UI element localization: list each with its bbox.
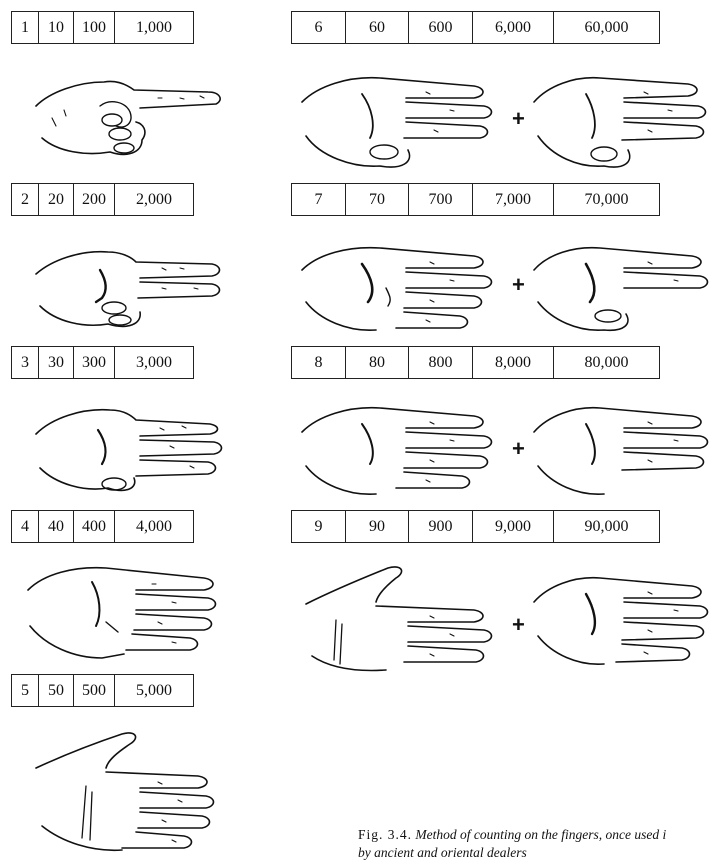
table-cell: 5,000: [115, 675, 194, 707]
table-cell: 3,000: [115, 347, 194, 379]
figure-caption: Fig. 3.4. Method of counting on the fing…: [358, 826, 711, 862]
count-table-3: 3 30 300 3,000: [11, 346, 194, 379]
table-cell: 800: [409, 347, 473, 379]
count-table-6: 6 60 600 6,000 60,000: [291, 11, 660, 44]
count-table-7: 7 70 700 7,000 70,000: [291, 183, 660, 216]
table-cell: 7,000: [473, 184, 554, 216]
plus-sign: +: [512, 612, 525, 638]
table-cell: 60: [346, 12, 409, 44]
table-cell: 1,000: [115, 12, 194, 44]
seven-right-hand-icon: [528, 240, 711, 340]
count-table-2: 2 20 200 2,000: [11, 183, 194, 216]
table-cell: 8,000: [473, 347, 554, 379]
table-cell: 500: [74, 675, 115, 707]
figure-caption-text: Method of counting on the fingers, once …: [415, 827, 666, 842]
table-cell: 30: [39, 347, 74, 379]
count-table-4: 4 40 400 4,000: [11, 510, 194, 543]
six-left-hand-icon: [296, 70, 511, 175]
plus-sign: +: [512, 436, 525, 462]
four-fingers-raised-hand-icon: [22, 562, 232, 668]
table-cell: 900: [409, 511, 473, 543]
table-cell: 300: [74, 347, 115, 379]
table-cell: 6,000: [473, 12, 554, 44]
table-cell: 6: [292, 12, 346, 44]
table-cell: 100: [74, 12, 115, 44]
open-hand-icon: [22, 726, 232, 856]
eight-left-hand-icon: [296, 400, 511, 505]
table-cell: 80: [346, 347, 409, 379]
table-cell: 60,000: [554, 12, 660, 44]
figure-label: Fig. 3.4.: [358, 827, 412, 842]
table-cell: 9,000: [473, 511, 554, 543]
eight-right-hand-icon: [528, 400, 711, 505]
table-cell: 4: [12, 511, 39, 543]
table-cell: 1: [12, 12, 39, 44]
two-fingers-raised-hand-icon: [30, 242, 230, 337]
nine-right-hand-icon: [528, 570, 711, 675]
count-table-9: 9 90 900 9,000 90,000: [291, 510, 660, 543]
table-cell: 70: [346, 184, 409, 216]
figure-caption-line2: by ancient and oriental dealers: [358, 844, 711, 862]
table-cell: 7: [292, 184, 346, 216]
table-cell: 10: [39, 12, 74, 44]
table-cell: 9: [292, 511, 346, 543]
nine-left-hand-icon: [296, 560, 511, 675]
count-table-8: 8 80 800 8,000 80,000: [291, 346, 660, 379]
table-cell: 400: [74, 511, 115, 543]
table-cell: 3: [12, 347, 39, 379]
six-right-hand-icon: [528, 70, 711, 175]
count-table-1: 1 10 100 1,000: [11, 11, 194, 44]
plus-sign: +: [512, 272, 525, 298]
table-cell: 80,000: [554, 347, 660, 379]
table-cell: 90,000: [554, 511, 660, 543]
table-cell: 2,000: [115, 184, 194, 216]
seven-left-hand-icon: [296, 240, 511, 340]
table-cell: 200: [74, 184, 115, 216]
table-cell: 50: [39, 675, 74, 707]
table-cell: 8: [292, 347, 346, 379]
index-finger-raised-hand-icon: [30, 68, 230, 163]
plus-sign: +: [512, 106, 525, 132]
table-cell: 5: [12, 675, 39, 707]
three-fingers-raised-hand-icon: [30, 402, 230, 502]
table-cell: 2: [12, 184, 39, 216]
table-cell: 70,000: [554, 184, 660, 216]
table-cell: 700: [409, 184, 473, 216]
table-cell: 20: [39, 184, 74, 216]
table-cell: 90: [346, 511, 409, 543]
table-cell: 600: [409, 12, 473, 44]
table-cell: 4,000: [115, 511, 194, 543]
count-table-5: 5 50 500 5,000: [11, 674, 194, 707]
table-cell: 40: [39, 511, 74, 543]
